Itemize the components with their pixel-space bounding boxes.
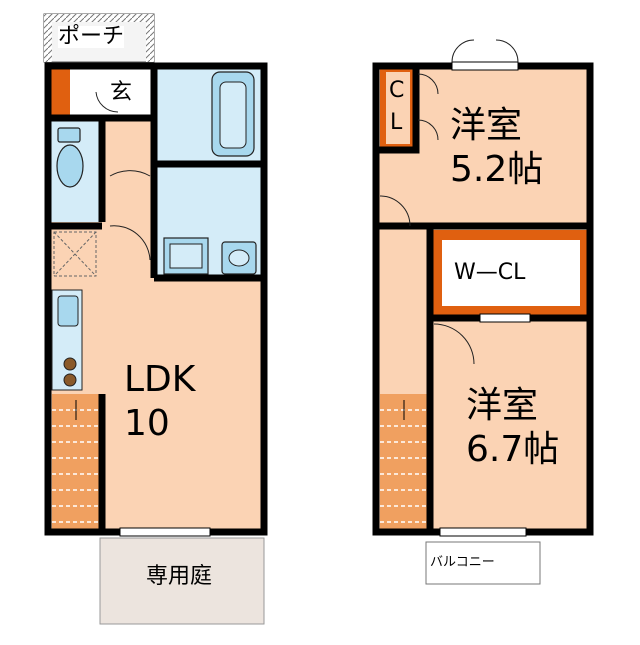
entrance-label: 玄 xyxy=(110,80,133,105)
toilet-bowl-icon xyxy=(56,144,84,188)
stove-burner-icon xyxy=(63,357,77,371)
closet-label-l: L xyxy=(390,110,403,135)
floor-1 xyxy=(43,13,268,625)
room1-size: 5.2帖 xyxy=(450,149,544,190)
ldk-size: 10 xyxy=(124,403,170,444)
porch-label: ポーチ xyxy=(58,24,125,49)
room2-name: 洋室 xyxy=(466,385,539,426)
ldk-label: LDK xyxy=(124,359,196,400)
kitchen-sink-icon xyxy=(57,295,79,327)
garden xyxy=(99,537,265,625)
stove-burner-icon xyxy=(63,373,77,387)
stairs-floor-1 xyxy=(52,394,102,532)
room2-size: 6.7帖 xyxy=(466,429,560,470)
door-swings-floor-2 xyxy=(379,39,519,365)
floor-2 xyxy=(372,39,594,585)
closet-label-c: C xyxy=(389,78,405,103)
balcony xyxy=(425,541,541,585)
door-swings-floor-1 xyxy=(95,91,151,261)
walls-floor-1 xyxy=(44,62,268,536)
shoe-closet xyxy=(50,66,70,118)
wcl-label: W—CL xyxy=(454,260,526,285)
stairs-floor-2 xyxy=(380,394,430,532)
toilet-tank-icon xyxy=(57,127,81,143)
garden-label: 専用庭 xyxy=(146,564,213,589)
balcony-label: バルコニー xyxy=(430,555,495,570)
room1-name: 洋室 xyxy=(450,105,523,146)
